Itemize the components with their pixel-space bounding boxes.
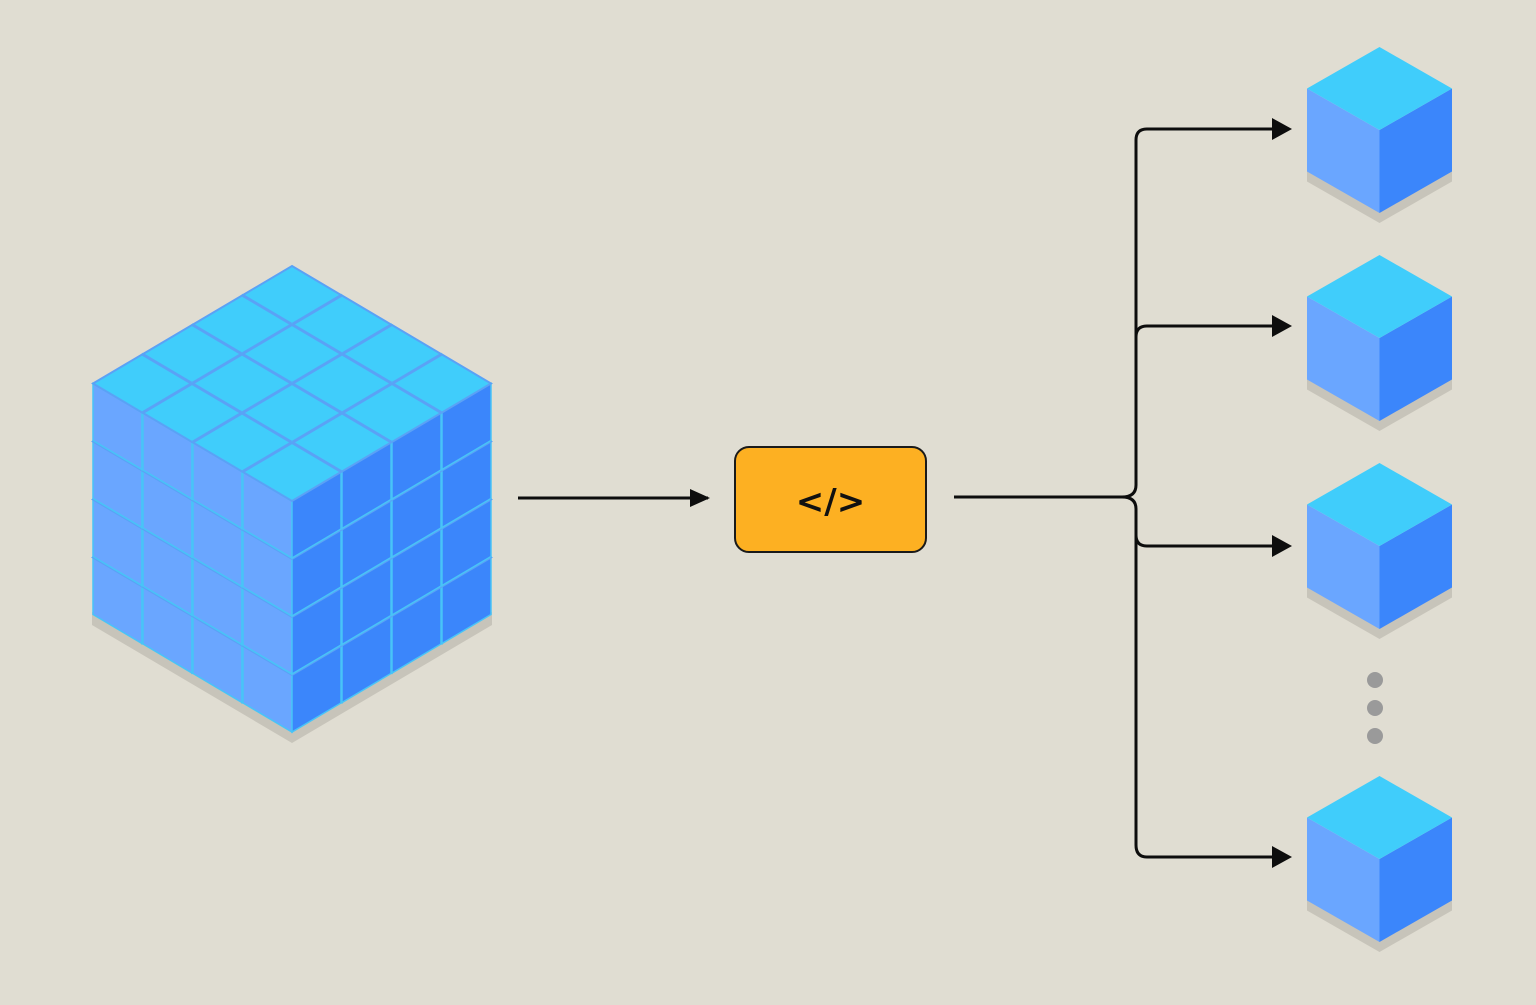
output-cube-icon-4 (1307, 776, 1452, 952)
code-icon: </> (796, 482, 865, 522)
fan-out-brace (1122, 129, 1287, 857)
output-cube-icon-1 (1307, 47, 1452, 223)
output-cube-icon-3 (1307, 463, 1452, 639)
ellipsis-dot (1367, 700, 1383, 716)
source-data-cube-icon (92, 266, 492, 743)
ellipsis-dot (1367, 728, 1383, 744)
output-cubes (1307, 47, 1452, 952)
output-arrowhead-1 (1272, 118, 1292, 140)
output-arrowhead-2 (1272, 315, 1292, 337)
output-cube-icon-2 (1307, 255, 1452, 431)
ellipsis-icon (1367, 672, 1383, 744)
output-arrowhead-4 (1272, 846, 1292, 868)
code-processor-node: </> (735, 447, 926, 552)
output-arrowhead-3 (1272, 535, 1292, 557)
ellipsis-dot (1367, 672, 1383, 688)
